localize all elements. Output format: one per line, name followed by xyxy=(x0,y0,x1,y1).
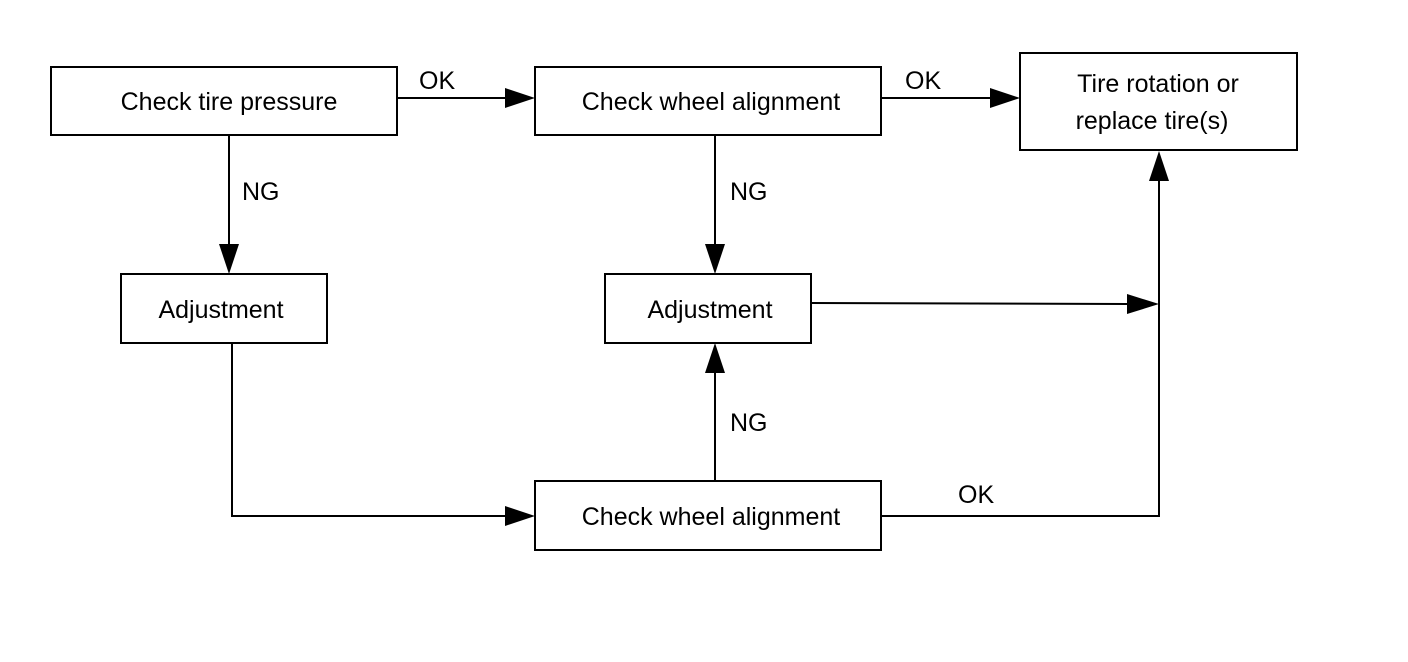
edge-label-ok: OK xyxy=(958,481,994,509)
node-label-adjustment-left: Adjustment xyxy=(158,296,283,324)
edge-label-ok: OK xyxy=(419,67,455,95)
arrowhead-right xyxy=(1127,294,1159,314)
node-label-check-tire-pressure: Check tire pressure xyxy=(121,88,338,116)
node-check-wheel-alignment-bottom xyxy=(534,480,882,551)
arrowhead-up xyxy=(1149,151,1169,181)
arrowhead-right xyxy=(990,88,1020,108)
arrowhead-up xyxy=(705,343,725,373)
node-label-tire-rotation-line2: replace tire(s) xyxy=(1076,107,1229,135)
node-label-tire-rotation-line1: Tire rotation or xyxy=(1077,70,1239,98)
edge-label-ng: NG xyxy=(242,178,280,206)
node-label-check-wheel-alignment-top: Check wheel alignment xyxy=(582,88,841,116)
edge-adjustment-to-bottom-alignment xyxy=(231,344,505,517)
node-check-wheel-alignment-top xyxy=(534,66,882,136)
arrowhead-right xyxy=(505,88,535,108)
node-adjustment-left xyxy=(120,273,328,344)
arrowhead-down xyxy=(705,244,725,274)
arrowhead-right xyxy=(505,506,535,526)
edge-label-ng: NG xyxy=(730,178,768,206)
node-check-tire-pressure xyxy=(50,66,398,136)
edge-adjustment-to-merge xyxy=(810,302,1128,305)
node-label-adjustment-mid: Adjustment xyxy=(647,296,772,324)
edge-bottom-alignment-to-rotation xyxy=(881,181,1160,517)
node-label-check-wheel-alignment-bottom: Check wheel alignment xyxy=(582,503,841,531)
edge-label-ng: NG xyxy=(730,409,768,437)
arrowhead-down xyxy=(219,244,239,274)
node-tire-rotation xyxy=(1019,52,1298,151)
node-adjustment-mid xyxy=(604,273,812,344)
edge-label-ok: OK xyxy=(905,67,941,95)
